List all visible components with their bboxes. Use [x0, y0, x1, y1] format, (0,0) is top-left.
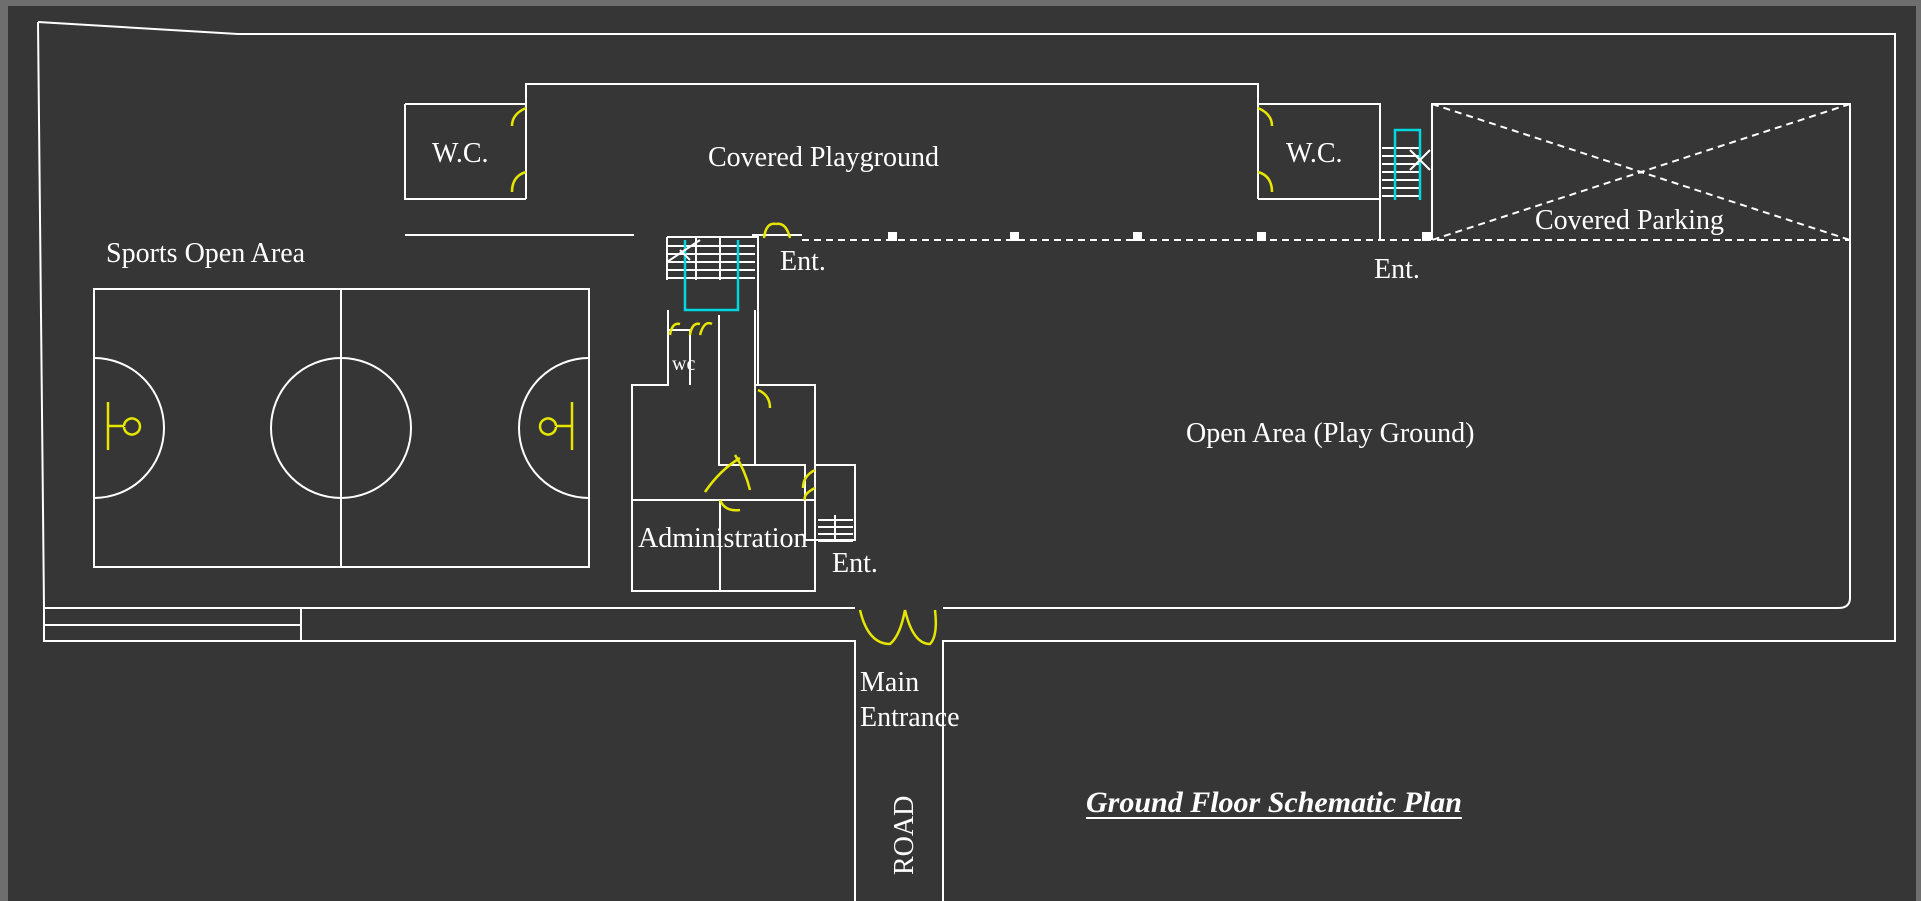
canvas-background	[8, 6, 1916, 901]
column	[1422, 232, 1431, 241]
open-area-label: Open Area (Play Ground)	[1186, 418, 1474, 449]
column	[1257, 232, 1266, 241]
ent-right-label: Ent.	[1374, 254, 1420, 285]
road-label: ROAD	[889, 796, 920, 875]
stair-right	[1382, 128, 1431, 200]
covered-parking-outline	[1431, 103, 1851, 241]
columns	[888, 232, 1431, 241]
sports-open-area-label: Sports Open Area	[106, 238, 306, 269]
inner-boundary	[44, 103, 1851, 609]
ent-admin-label: Ent.	[832, 548, 878, 579]
wc-small-label: wc	[672, 353, 695, 375]
administration-walls	[631, 310, 856, 592]
stair-left	[666, 236, 759, 385]
covered-playground-label: Covered Playground	[708, 142, 939, 173]
covered-parking-label: Covered Parking	[1535, 205, 1724, 236]
main-label: Main	[860, 667, 919, 698]
admin-stair	[818, 515, 853, 542]
road-edges	[854, 641, 944, 901]
ent-stair-label: Ent.	[780, 246, 826, 277]
column	[1133, 232, 1142, 241]
column	[888, 232, 897, 241]
wc-right-label: W.C.	[1286, 138, 1343, 169]
doors	[106, 106, 1274, 646]
covered-playground-walls	[404, 83, 1433, 240]
administration-label: Administration	[638, 523, 808, 554]
sports-court	[93, 288, 590, 568]
site-boundary	[37, 21, 1896, 901]
wc-left-label: W.C.	[432, 138, 489, 169]
plan-title: Ground Floor Schematic Plan	[1086, 786, 1462, 819]
column	[1010, 232, 1019, 241]
entrance-label: Entrance	[860, 702, 960, 733]
